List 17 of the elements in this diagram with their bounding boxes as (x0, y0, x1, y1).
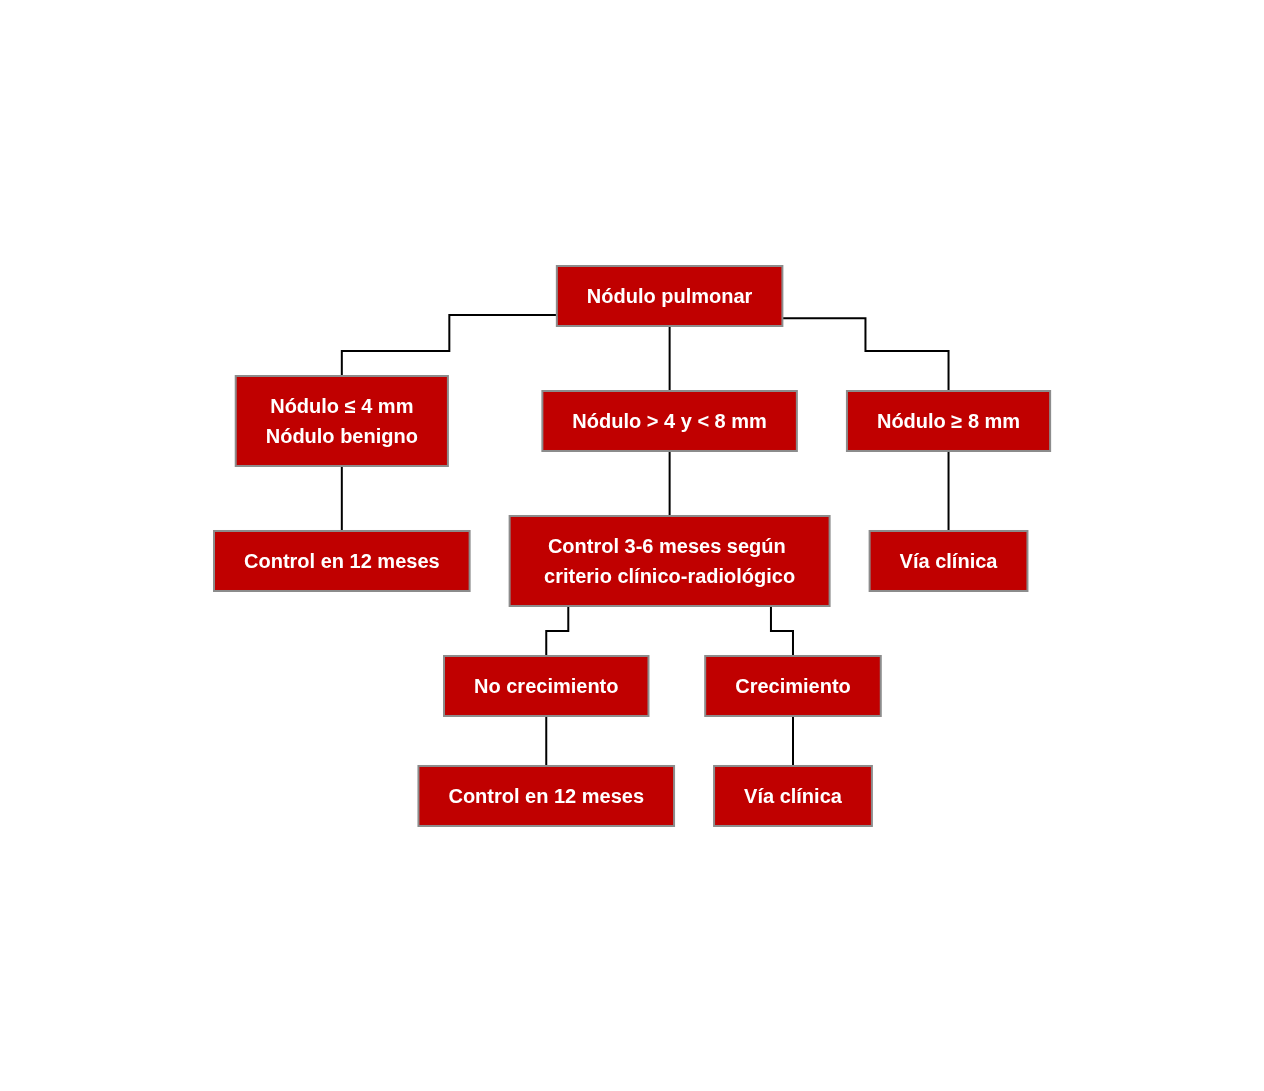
node-box: Nódulo ≤ 4 mm Nódulo benigno (234, 374, 449, 467)
node-box: Control 3-6 meses según criterio clínico-radiológico (508, 514, 831, 607)
node-box: Vía clínica (868, 529, 1029, 592)
connector (668, 449, 671, 517)
connector (791, 714, 794, 767)
node-box: Nódulo ≥ 8 mm (845, 389, 1052, 452)
node-box: Vía clínica (713, 764, 873, 827)
node-box: Crecimiento (704, 654, 882, 717)
connector (340, 464, 343, 532)
node-box: Control en 12 meses (417, 764, 675, 827)
connector (668, 324, 671, 392)
node-box: No crecimiento (442, 654, 650, 717)
node-box: Nódulo > 4 y < 8 mm (541, 389, 798, 452)
node-box: Nódulo pulmonar (555, 264, 784, 327)
node-box: Control en 12 meses (212, 529, 471, 592)
connector (947, 449, 950, 532)
connector (545, 714, 548, 767)
